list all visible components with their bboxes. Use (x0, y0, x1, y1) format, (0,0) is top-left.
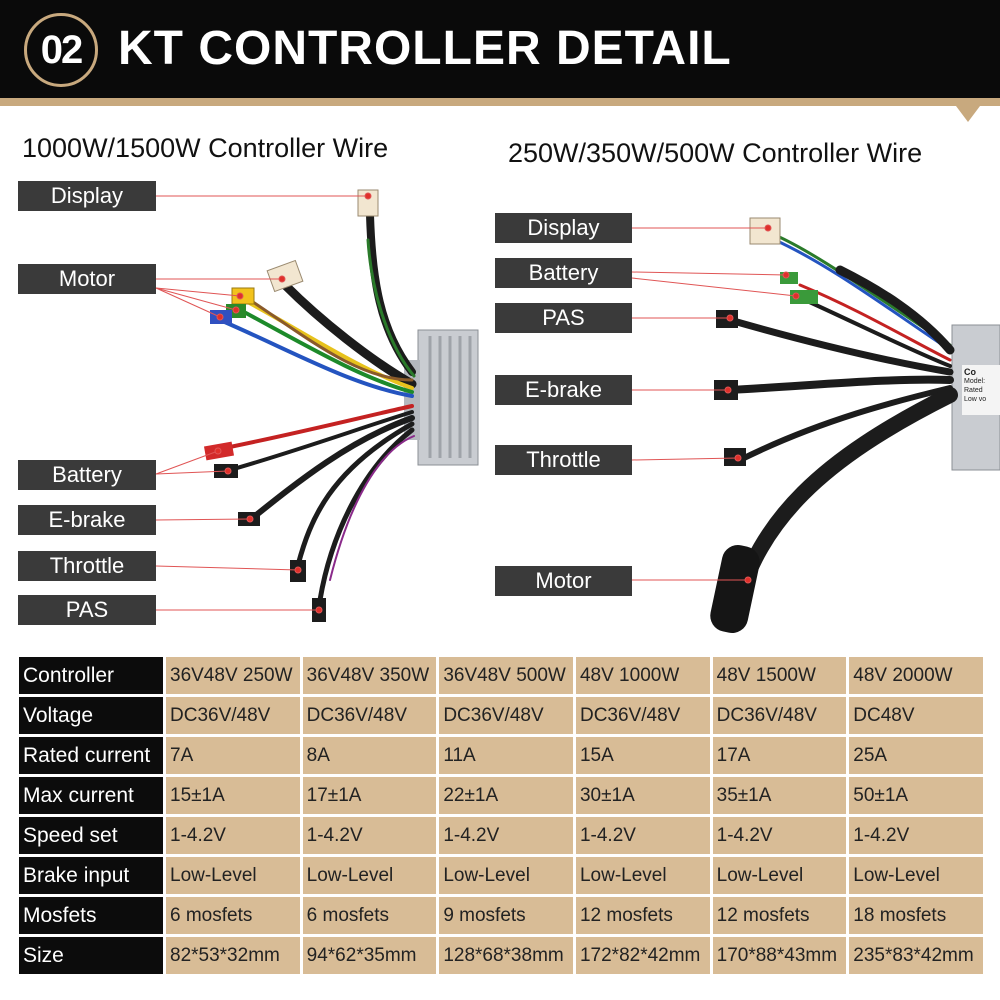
spec-cell: 15A (575, 737, 710, 774)
spec-cell: 48V 2000W (849, 657, 983, 694)
right-connectors (710, 217, 818, 634)
spec-cell: 172*82*42mm (575, 937, 710, 974)
spec-cell: DC36V/48V (439, 697, 573, 734)
spec-cell: 1-4.2V (166, 817, 300, 854)
right-controller-body (951, 324, 1000, 471)
section-number-badge: 02 (24, 13, 98, 87)
wiring-diagram (155, 189, 1000, 634)
spec-cell: 1-4.2V (439, 817, 573, 854)
spec-cell: Low-Level (575, 857, 710, 894)
sticker-line: Co (964, 368, 976, 377)
spec-cell: 50±1A (849, 777, 983, 814)
left-diagram-title: 1000W/1500W Controller Wire (22, 133, 389, 163)
spec-cell: 17A (712, 737, 847, 774)
right-label-motor: Motor (495, 566, 632, 596)
spec-cell: DC36V/48V (575, 697, 710, 734)
right-label-throttle: Throttle (495, 445, 632, 475)
right-leader-lines (631, 224, 800, 584)
right-diagram-title: 250W/350W/500W Controller Wire (508, 138, 923, 168)
spec-cell: 15±1A (166, 777, 300, 814)
left-label-pas: PAS (18, 595, 156, 625)
page-title: KT CONTROLLER DETAIL (118, 22, 732, 75)
left-label-display: Display (18, 181, 156, 211)
right-label-ebrake: E-brake (495, 375, 632, 405)
spec-cell: 25A (849, 737, 983, 774)
spec-cell: Low-Level (712, 857, 847, 894)
spec-cell: 11A (439, 737, 573, 774)
left-connectors (203, 189, 379, 622)
left-label-battery: Battery (18, 460, 156, 490)
controller-sticker: Co Model: Rated Low vo (964, 368, 1000, 404)
spec-cell: 17±1A (302, 777, 437, 814)
spec-cell: 9 mosfets (439, 897, 573, 934)
left-controller-body (404, 329, 479, 466)
spec-cell: 6 mosfets (302, 897, 437, 934)
spec-cell: 1-4.2V (302, 817, 437, 854)
header-notch (950, 98, 986, 122)
spec-cell: 36V48V 500W (439, 657, 573, 694)
right-wire-harness (726, 233, 958, 618)
spec-cell: 35±1A (712, 777, 847, 814)
spec-cell: 12 mosfets (712, 897, 847, 934)
sticker-line: Rated (964, 387, 983, 394)
sticker-line: Low vo (964, 396, 987, 403)
right-label-battery: Battery (495, 258, 632, 288)
spec-row-label: Max current (19, 777, 163, 814)
spec-cell: DC36V/48V (712, 697, 847, 734)
sticker-line: Model: (964, 378, 986, 385)
spec-cell: 7A (166, 737, 300, 774)
spec-cell: Low-Level (849, 857, 983, 894)
left-label-motor: Motor (18, 264, 156, 294)
spec-row-label: Speed set (19, 817, 163, 854)
right-label-pas: PAS (495, 303, 632, 333)
spec-row-label: Brake input (19, 857, 163, 894)
spec-cell: DC48V (849, 697, 983, 734)
spec-cell: 235*83*42mm (849, 937, 983, 974)
spec-cell: DC36V/48V (302, 697, 437, 734)
spec-row-label: Mosfets (19, 897, 163, 934)
left-label-throttle: Throttle (18, 551, 156, 581)
spec-cell: 8A (302, 737, 437, 774)
left-label-ebrake: E-brake (18, 505, 156, 535)
spec-row-label: Voltage (19, 697, 163, 734)
spec-cell: 30±1A (575, 777, 710, 814)
header-bar: 02 KT CONTROLLER DETAIL (0, 0, 1000, 98)
spec-cell: 170*88*43mm (712, 937, 847, 974)
spec-row-label: Rated current (19, 737, 163, 774)
spec-cell: Low-Level (166, 857, 300, 894)
spec-cell: 48V 1000W (575, 657, 710, 694)
spec-cell: 1-4.2V (575, 817, 710, 854)
spec-row-label: Controller (19, 657, 163, 694)
header-accent-line (0, 98, 1000, 106)
spec-cell: 18 mosfets (849, 897, 983, 934)
spec-cell: DC36V/48V (166, 697, 300, 734)
spec-row-label: Size (19, 937, 163, 974)
spec-cell: 48V 1500W (712, 657, 847, 694)
spec-cell: 1-4.2V (712, 817, 847, 854)
spec-cell: Low-Level (302, 857, 437, 894)
spec-cell: 36V48V 350W (302, 657, 437, 694)
spec-cell: 128*68*38mm (439, 937, 573, 974)
spec-cell: 94*62*35mm (302, 937, 437, 974)
spec-cell: 36V48V 250W (166, 657, 300, 694)
right-label-display: Display (495, 213, 632, 243)
spec-cell: 82*53*32mm (166, 937, 300, 974)
left-leader-lines (155, 192, 372, 614)
spec-cell: 22±1A (439, 777, 573, 814)
left-wire-harness (213, 211, 417, 603)
spec-cell: 6 mosfets (166, 897, 300, 934)
spec-cell: 12 mosfets (575, 897, 710, 934)
spec-cell: Low-Level (439, 857, 573, 894)
spec-cell: 1-4.2V (849, 817, 983, 854)
